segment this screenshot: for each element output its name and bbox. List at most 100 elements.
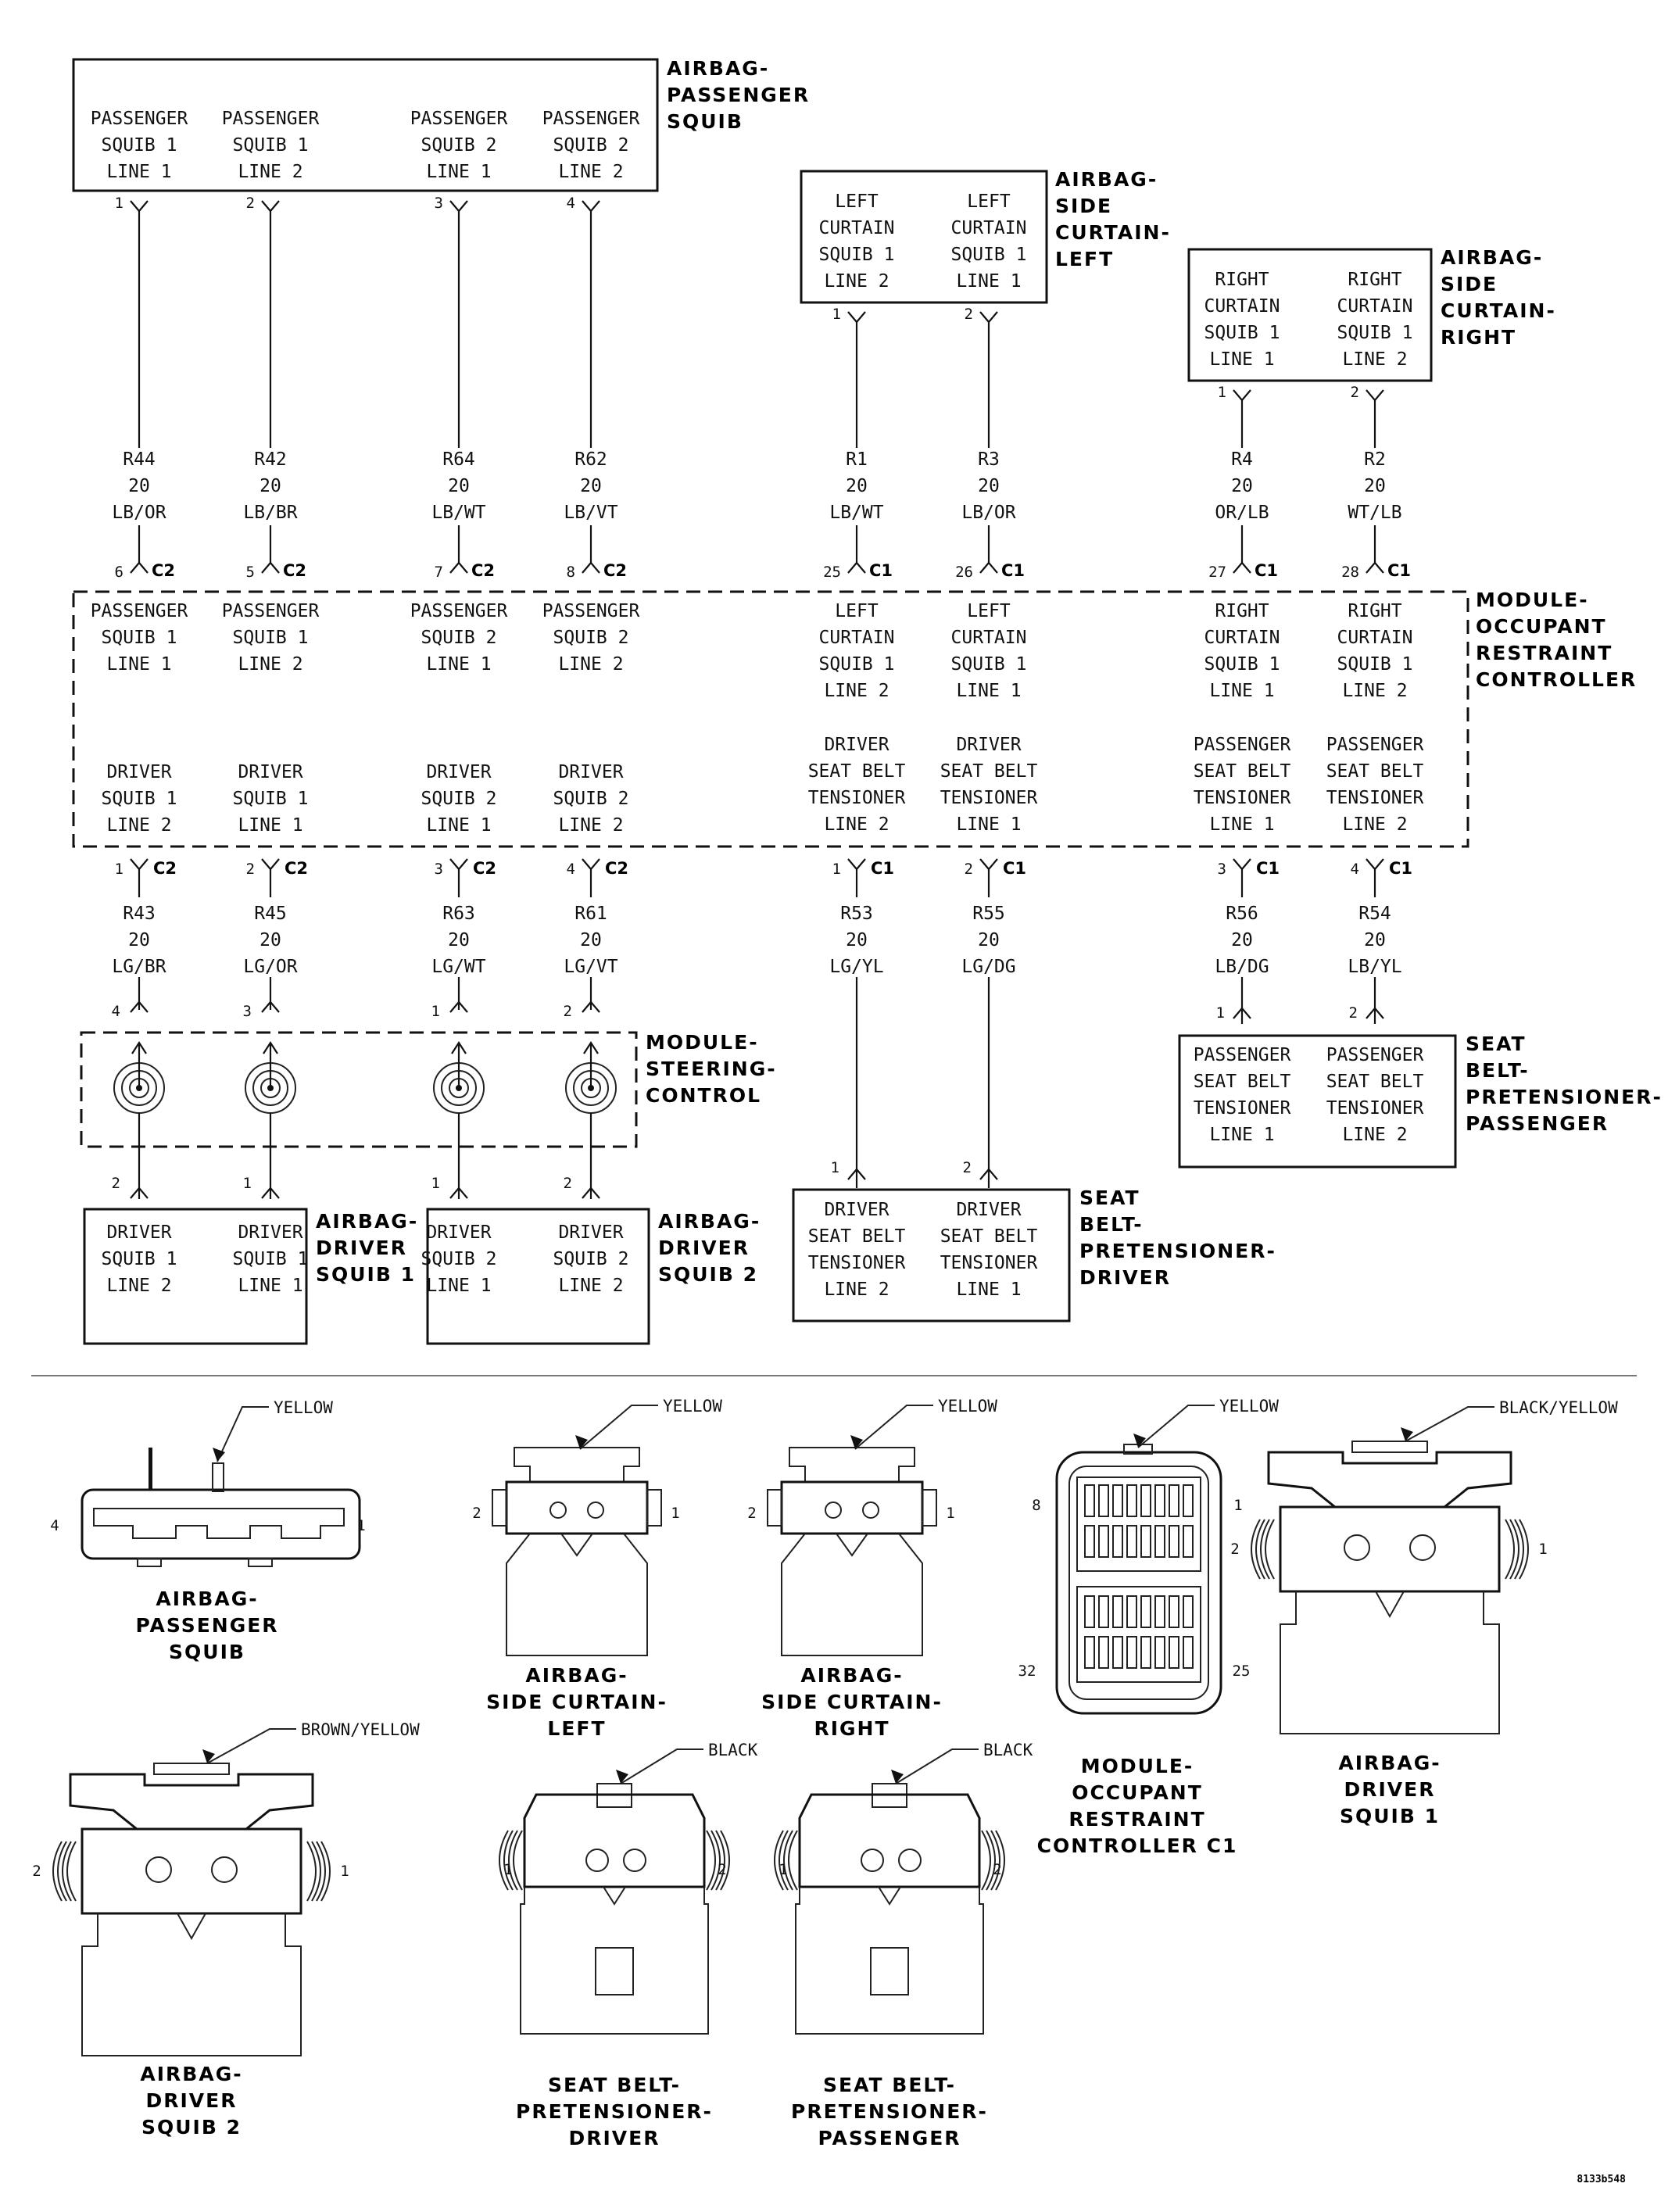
terminal [862,1502,879,1519]
driver-squib-2-title: DRIVER [658,1237,750,1259]
pin-label: TENSIONER [940,1253,1038,1273]
view-caption: SQUIB 2 [141,2116,242,2139]
wire-label: 20 [128,476,150,496]
terminal-cavity [1126,1595,1137,1628]
wire-label: R3 [978,449,1000,470]
pin-label: SQUIB 1 [951,245,1027,265]
terminal [587,1502,604,1519]
wire-label: R43 [123,904,156,924]
side-rib [1519,1519,1529,1580]
orc-label: LINE 1 [956,814,1021,835]
pin-number: 1 [243,1175,252,1192]
foot [248,1558,273,1567]
pretensioner-driver-title: SEAT [1079,1187,1140,1209]
pin-label: TENSIONER [808,1253,906,1273]
orc-label: SQUIB 2 [553,789,629,809]
view-caption: CONTROLLER C1 [1037,1834,1238,1857]
pin-label: RIGHT [1215,270,1269,290]
wire-label: 20 [580,476,602,496]
terminal-cavity [1154,1636,1165,1669]
connector-body [523,1793,706,1888]
pin-label: SQUIB 2 [421,1249,497,1269]
pin-number: 1 [431,1003,440,1020]
orc-label: LINE 1 [426,815,491,836]
pin-label: DRIVER [824,1200,889,1220]
orc-label: SQUIB 1 [233,789,309,809]
wire-label: 20 [260,930,281,950]
pin-label: SQUIB 1 [1204,323,1280,343]
pin-label: SQUIB 1 [233,135,309,156]
color-leader [854,1405,933,1450]
connector-id: C2 [283,561,306,580]
wire-label: R1 [846,449,868,470]
pretensioner-driver-box [792,1188,1071,1323]
pin-label: LINE 1 [1209,349,1274,370]
side-rib [995,1830,1005,1891]
pin-label: LINE 2 [1342,349,1407,370]
pin-label: TENSIONER [1194,1098,1291,1119]
wire-label: 20 [260,476,281,496]
terminal [898,1849,922,1872]
pin-number: 3 [1218,861,1226,878]
pin-label: DRIVER [106,1222,171,1243]
orc-terminal [1233,561,1251,574]
terminal-cavity [1183,1484,1194,1517]
connector-id: C2 [473,859,496,878]
passenger-squib-title: SQUIB [667,110,743,133]
orc-label: SQUIB 2 [421,789,497,809]
pin-label: LINE 2 [238,162,302,182]
orc-label: SEAT BELT [1194,761,1291,782]
pin-number: 2 [718,1861,726,1878]
figure-code: 8133b548 [1577,2174,1626,2185]
orc-title: RESTRAINT [1476,642,1613,664]
orc-label: PASSENGER [1194,735,1291,755]
key [1375,1591,1405,1619]
connector-skirt [506,1533,648,1656]
view-caption: RIGHT [814,1717,889,1740]
view-caption: PRETENSIONER- [791,2100,988,2123]
orc-terminal [261,561,280,574]
clockspring-terminal [261,1000,280,1013]
connector-id: C1 [1003,859,1026,878]
cavity-block-lower [1076,1586,1201,1683]
side-rib [922,1489,937,1527]
terminal-cavity [1169,1484,1179,1517]
orc-title: MODULE- [1476,589,1589,611]
pin-number: 1 [431,1175,440,1192]
pin-number: 25 [1233,1663,1251,1680]
pin-label: DRIVER [238,1222,302,1243]
clockspring-terminal [582,1000,600,1013]
curtain-left-box [800,170,1048,304]
pin-label: LINE 1 [238,1276,302,1296]
pin-label: LINE 1 [956,1280,1021,1300]
view-caption: SEAT BELT- [548,2074,681,2096]
side-rib [981,1830,991,1891]
connector-id: C1 [869,561,893,580]
orc-label: SQUIB 1 [951,654,1027,675]
orc-terminal [582,858,600,871]
connector-color: YELLOW [663,1397,722,1416]
orc-terminal [847,561,866,574]
terminal-cavity [1084,1525,1095,1558]
pin-label: LINE 2 [106,1276,171,1296]
pin-number: 2 [1230,1541,1239,1558]
driver-squib-1-title: SQUIB 1 [316,1263,416,1286]
view-caption: PASSENGER [818,2127,961,2149]
pin-label: PASSENGER [410,109,508,129]
curtain-right-box [1187,248,1433,382]
pin-number: 27 [1208,564,1226,581]
terminal-cavity [1154,1595,1165,1628]
driver-squib-2-box [426,1208,650,1345]
wire-label: 20 [846,930,868,950]
wire-label: R62 [574,449,607,470]
view-caption: OCCUPANT [1072,1781,1203,1804]
view-caption: SIDE CURTAIN- [486,1691,668,1713]
view-caption: SQUIB 1 [1340,1805,1440,1827]
connector-skirt [520,1887,709,2035]
side-rib [306,1841,317,1902]
orc-label: SQUIB 1 [1337,654,1413,675]
